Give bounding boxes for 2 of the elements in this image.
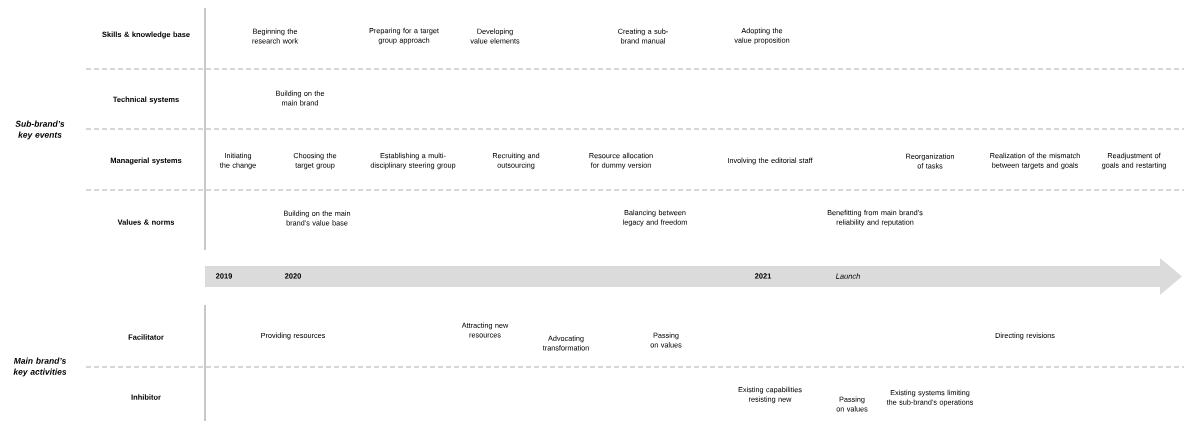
side-group-label: Sub-brand’s key events — [15, 120, 65, 140]
side-group-label: Main brand’s key activities — [13, 357, 67, 377]
